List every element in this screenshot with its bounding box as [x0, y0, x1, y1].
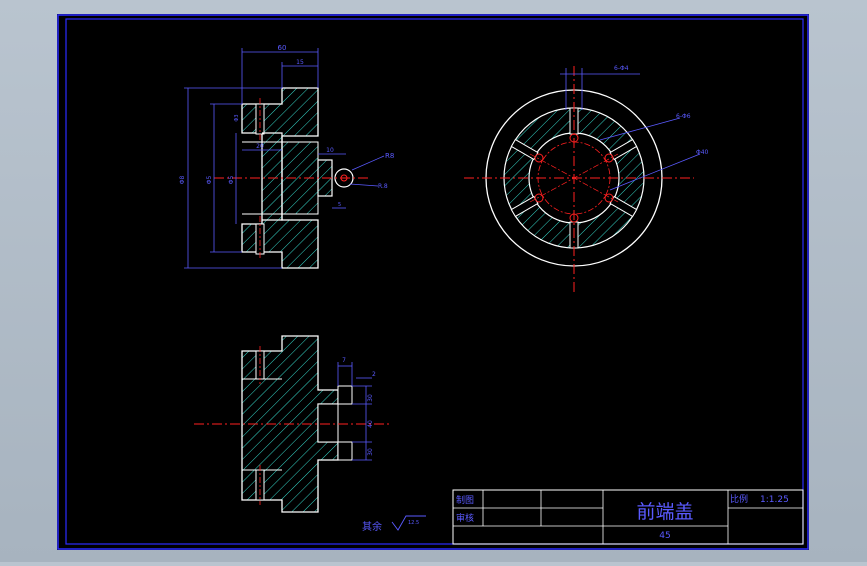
dim-boss-width: 15 — [296, 59, 304, 66]
title-scale-value: 1:1.25 — [760, 495, 789, 505]
section-dim-v2: 40 — [367, 420, 374, 428]
dim-overall-width: 60 — [278, 44, 287, 52]
dim-d2: Φ5 — [228, 176, 235, 185]
inner-frame — [65, 18, 804, 545]
side-hole-note: 6-Φ6 — [676, 113, 691, 120]
side-top-note: 6-Φ4 — [614, 65, 629, 72]
surface-roughness-value: 12.5 — [408, 520, 419, 526]
dim-outer-dia: Φ8 — [179, 176, 186, 185]
section-dim-v3: 30 — [367, 448, 374, 456]
surface-note: 其余 12.5 — [362, 515, 426, 533]
section-dim-width: 7 — [342, 357, 346, 364]
side-circle-note: Φ40 — [696, 149, 709, 156]
front-view: 60 15 Φ8 Φ5 Φ5 Φ3 20 10 R8 R.8 5 — [179, 44, 394, 269]
dim-small: 5 — [338, 202, 341, 208]
dim-r2-label: R.8 — [378, 183, 388, 190]
dim-step: 20 — [256, 143, 264, 150]
side-view: 6-Φ4 6-Φ6 Φ40 — [464, 65, 709, 294]
dim-d1: Φ5 — [206, 176, 213, 185]
section-hub-top — [337, 385, 353, 405]
title-part-name: 前端盖 — [636, 501, 693, 523]
dim-r-label: R8 — [385, 152, 394, 160]
dim-d3: Φ3 — [234, 114, 240, 121]
title-material: 45 — [659, 531, 670, 541]
title-checked-label: 审核 — [456, 512, 474, 524]
section-dim-v1: 30 — [367, 394, 374, 402]
section-hub-bot — [337, 441, 353, 461]
section-hub-mid — [317, 403, 339, 443]
title-drawn-label: 制图 — [456, 494, 474, 506]
title-block-frame — [452, 489, 804, 545]
paper — [57, 14, 809, 550]
outer-frame — [57, 14, 809, 550]
title-block: 制图 审核 前端盖 比例 1:1.25 45 — [452, 489, 804, 545]
title-scale-label: 比例 — [730, 493, 748, 505]
surface-note-text: 其余 — [362, 520, 382, 533]
section-view: 7 2 30 40 30 — [194, 335, 392, 513]
side-diag-2 — [529, 153, 619, 203]
section-dim-gap: 2 — [372, 371, 376, 378]
roughness-symbol — [391, 515, 426, 531]
dim-hole: 10 — [326, 147, 334, 154]
